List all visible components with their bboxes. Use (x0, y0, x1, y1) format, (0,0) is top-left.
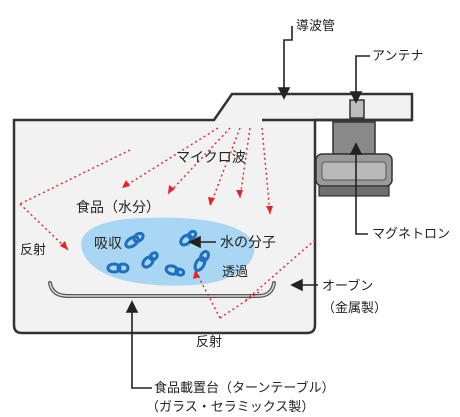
label-oven: オーブン (322, 278, 373, 294)
water-molecule-icon (193, 250, 210, 272)
label-reflection-left: 反射 (20, 242, 46, 258)
food-water-blob (81, 217, 255, 286)
label-waveguide: 導波管 (296, 19, 335, 34)
water-molecule-icon (124, 231, 145, 249)
label-absorption: 吸収 (94, 236, 122, 252)
label-food: 食品（水分） (76, 199, 160, 216)
leader-lines (125, 26, 370, 389)
water-molecule-icon (164, 264, 186, 277)
antenna (349, 99, 365, 119)
label-turntable: 食品載置台（ターンテーブル） (154, 380, 335, 396)
water-molecule-icon (106, 262, 130, 274)
label-microwave: マイクロ波 (176, 150, 246, 166)
label-water-molecule: 水の分子 (220, 235, 276, 251)
water-molecule-icon (179, 229, 198, 247)
microwave-rays (19, 127, 316, 319)
water-molecule-icon (141, 251, 159, 269)
ray-arrowheads (60, 180, 273, 279)
label-oven-material: （金属製） (322, 300, 387, 316)
label-transmission: 透過 (222, 265, 248, 280)
water-molecules (106, 229, 210, 277)
magnetron (315, 121, 393, 197)
label-reflection-bottom: 反射 (196, 334, 222, 350)
label-antenna: アンテナ (372, 49, 423, 64)
label-magnetron: マグネトロン (372, 227, 450, 242)
label-turntable-material: （ガラス・セラミックス製） (146, 400, 314, 415)
